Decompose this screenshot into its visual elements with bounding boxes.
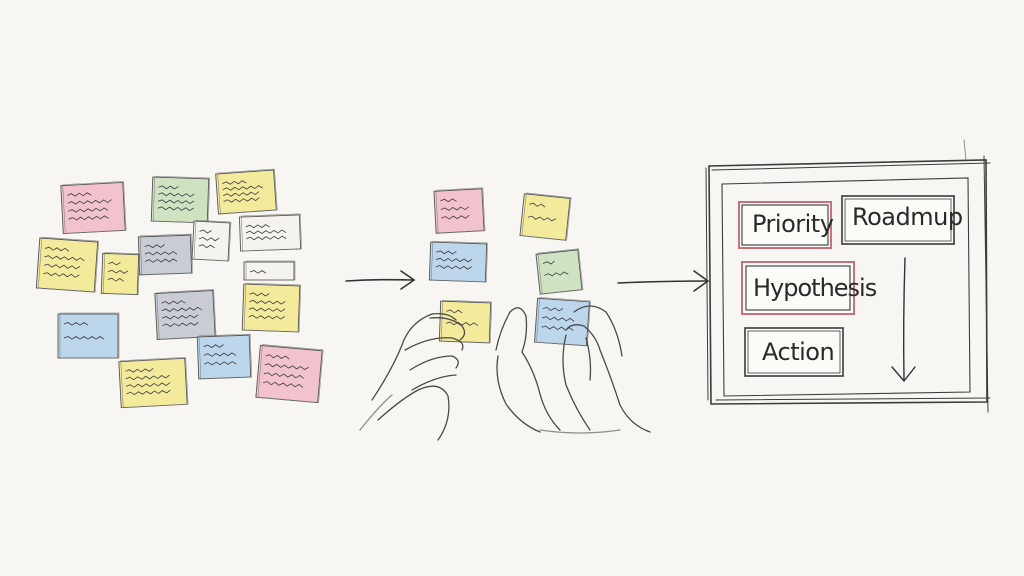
sticky-note [519,192,572,241]
sticky-note [150,175,211,224]
sticky-note [438,299,492,344]
sticky-note [35,236,100,293]
action-label: Action [762,338,835,366]
sticky-note [534,297,591,347]
sticky-note [118,356,189,409]
sticky-note [60,181,127,235]
sticky-note [241,282,302,333]
arrow-to-sorting [345,270,416,290]
hypothesis-card-frame [741,261,855,315]
sticky-note [428,240,488,283]
sticky-note [535,248,584,295]
roadmap-label: Roadmup [852,203,963,231]
sticky-note [100,252,140,296]
sticky-note [154,289,217,340]
sticky-note [238,213,302,252]
hands-sketch [359,305,651,441]
sticky-note [191,219,232,262]
action-card-frame [744,327,844,377]
sticky-note [243,260,296,281]
priority-card-frame [738,201,832,249]
roadmap-card-frame [841,195,955,245]
board-cards [738,195,955,377]
sorting-notes [428,187,591,347]
board-frame [705,139,991,413]
sticky-note [196,333,252,380]
board-down-arrow [891,257,916,383]
sticky-note [255,344,324,404]
sticky-note [433,187,486,234]
sticky-note [215,168,278,215]
hypothesis-label: Hypothesis [753,274,877,302]
sticky-note [137,233,193,276]
sticky-note [57,312,120,359]
arrow-to-board [617,270,710,292]
priority-label: Priority [752,210,834,238]
scattered-notes [35,168,324,409]
